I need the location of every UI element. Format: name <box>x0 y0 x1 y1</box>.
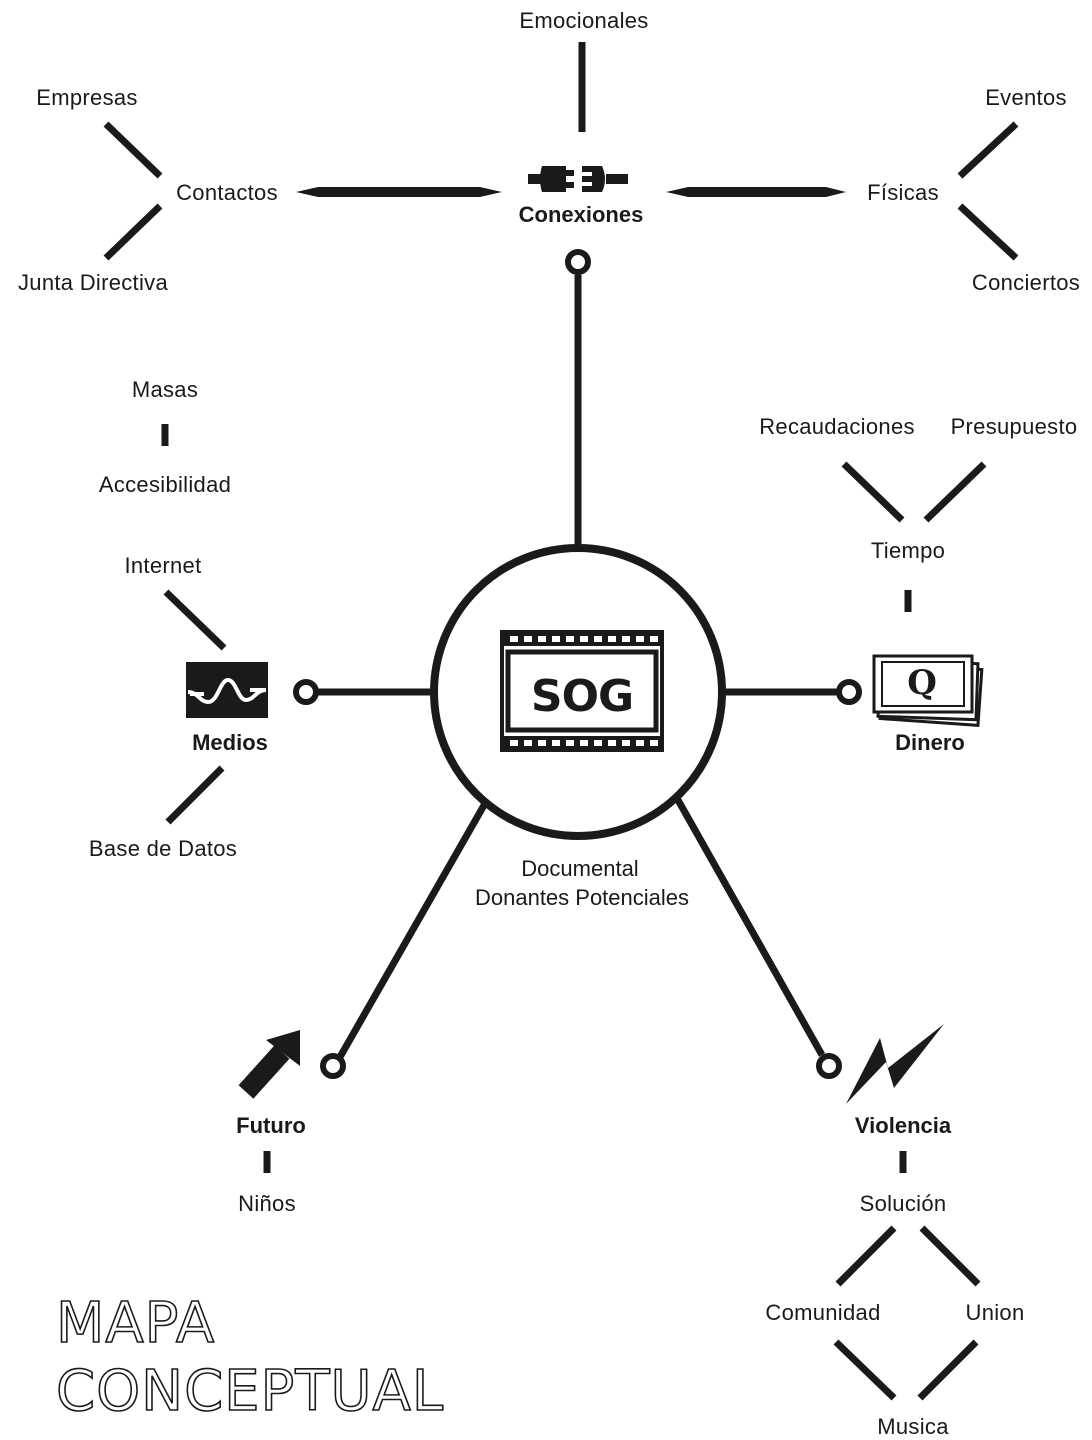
node-conciertos: Conciertos <box>972 270 1080 295</box>
hub-label-conexiones: Conexiones <box>519 202 644 227</box>
node-junta-directiva: Junta Directiva <box>18 270 168 295</box>
film-strip-icon: SOG <box>500 630 664 752</box>
node-masas: Masas <box>132 377 198 402</box>
arrow-up-right-icon <box>238 1030 300 1099</box>
endpoint-conexiones <box>565 249 591 275</box>
line-recaudaciones <box>841 461 905 523</box>
endpoint-circles <box>293 249 862 1079</box>
spoke-futuro <box>336 798 491 1059</box>
spoke-violencia <box>674 798 826 1057</box>
money-bills-icon: Q <box>872 654 984 727</box>
node-solucion: Solución <box>860 1191 947 1216</box>
hub-label-medios: Medios <box>192 730 268 755</box>
line-conciertos <box>957 203 1019 261</box>
endpoint-violencia <box>816 1053 842 1079</box>
connector-lines <box>103 42 1019 1401</box>
line-presupuesto <box>923 461 987 523</box>
endpoint-dinero <box>836 679 862 705</box>
node-emocionales: Emocionales <box>519 8 648 33</box>
line-eventos <box>957 121 1019 179</box>
center-caption-line1: Documental <box>521 856 638 881</box>
node-fisicas: Físicas <box>867 180 939 205</box>
line-contactos <box>296 187 502 197</box>
title-line1: MAPA <box>56 1291 215 1356</box>
line-junta-directiva <box>103 203 163 261</box>
title-line2: CONCEPTUAL <box>56 1359 444 1424</box>
node-union: Union <box>966 1300 1025 1325</box>
node-accesibilidad: Accesibilidad <box>99 472 231 497</box>
line-comunidad <box>835 1225 897 1287</box>
media-wave-icon <box>186 662 268 718</box>
line-fisicas <box>666 187 846 197</box>
node-empresas: Empresas <box>36 85 137 110</box>
money-letter: Q <box>907 663 937 703</box>
line-internet <box>163 589 227 651</box>
line-empresas <box>103 121 163 179</box>
logo-text: SOG <box>531 671 633 722</box>
node-base-de-datos: Base de Datos <box>89 836 237 861</box>
hub-label-futuro: Futuro <box>236 1113 306 1138</box>
hub-label-dinero: Dinero <box>895 730 965 755</box>
endpoint-futuro <box>320 1053 346 1079</box>
line-base-de-datos <box>165 765 225 825</box>
line-comunidad-musica <box>833 1339 897 1401</box>
node-musica: Musica <box>877 1414 949 1439</box>
endpoint-medios <box>293 679 319 705</box>
lightning-icon <box>846 1024 944 1104</box>
node-ninos: Niños <box>238 1191 296 1216</box>
line-union <box>919 1225 981 1287</box>
node-internet: Internet <box>124 553 201 578</box>
line-union-musica <box>917 1339 979 1401</box>
hub-label-violencia: Violencia <box>855 1113 952 1138</box>
node-tiempo: Tiempo <box>871 538 945 563</box>
node-comunidad: Comunidad <box>765 1300 880 1325</box>
node-eventos: Eventos <box>985 85 1067 110</box>
plug-icon <box>528 166 628 192</box>
center-caption-line2: Donantes Potenciales <box>475 885 689 910</box>
node-recaudaciones: Recaudaciones <box>759 414 915 439</box>
node-contactos: Contactos <box>176 180 278 205</box>
node-presupuesto: Presupuesto <box>951 414 1078 439</box>
